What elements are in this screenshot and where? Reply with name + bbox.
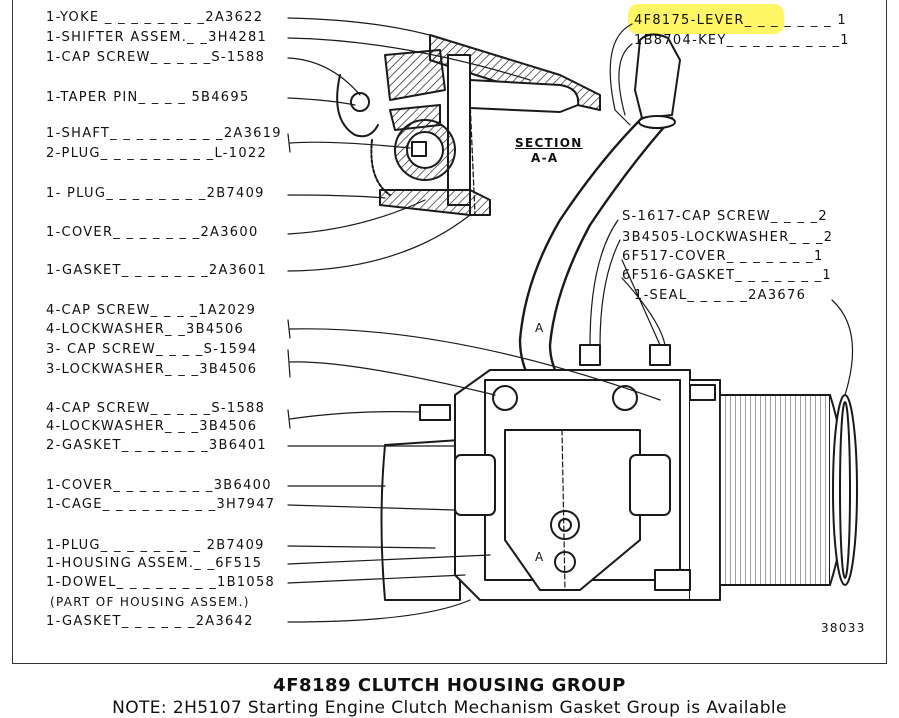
part-label-seal: 1-SEAL_ _ _ _ _2A3676 xyxy=(634,288,807,303)
part-label-plug-2b7409-top: 1- PLUG_ _ _ _ _ _ _ _2B7409 xyxy=(46,186,265,201)
section-label: SECTION xyxy=(515,136,583,150)
part-label-cap-screw-s1594: 3- CAP SCREW_ _ _ _S-1594 xyxy=(46,342,258,357)
part-label-plug-2b7409-bottom: 1-PLUG_ _ _ _ _ _ _ _ 2B7409 xyxy=(46,538,265,553)
part-label-cap-screw-s1588-mid: 4-CAP SCREW_ _ _ _ _S-1588 xyxy=(46,401,266,416)
housing-drawing xyxy=(380,344,858,601)
part-label-gasket-6f516: 6F516-GASKET_ _ _ _ _ _ _1 xyxy=(622,268,832,283)
part-label-cage: 1-CAGE_ _ _ _ _ _ _ _ _3H7947 xyxy=(46,497,276,512)
part-label-lockwasher-1: 4-LOCKWASHER_ _3B4506 xyxy=(46,322,245,337)
part-label-key: 1B8704-KEY_ _ _ _ _ _ _ _ _1 xyxy=(634,33,850,48)
part-label-gasket-3b6401: 2-GASKET_ _ _ _ _ _ _3B6401 xyxy=(46,438,268,453)
part-label-lever: 4F8175-LEVER_ _ _ _ _ _ _ 1 xyxy=(634,13,847,28)
part-label-housing-assem: 1-HOUSING ASSEM._ _6F515 xyxy=(46,556,263,571)
section-sub-label: A-A xyxy=(531,151,559,165)
part-label-gasket-2a3601: 1-GASKET_ _ _ _ _ _ _2A3601 xyxy=(46,263,267,278)
part-label-cap-screw-1a2029: 4-CAP SCREW_ _ _ _1A2029 xyxy=(46,303,257,318)
section-marker-a-bottom: A xyxy=(535,550,545,564)
diagram-note: NOTE: 2H5107 Starting Engine Clutch Mech… xyxy=(112,698,787,718)
part-label-shaft: 1-SHAFT_ _ _ _ _ _ _ _ _2A3619 xyxy=(46,126,282,141)
part-label-yoke: 1-YOKE _ _ _ _ _ _ _ _2A3622 xyxy=(46,10,264,25)
part-label-shifter-assem: 1-SHIFTER ASSEM._ _3H4281 xyxy=(46,30,268,45)
part-label-gasket-2a3642: 1-GASKET_ _ _ _ _ _2A3642 xyxy=(46,614,254,629)
part-label-taper-pin: 1-TAPER PIN_ _ _ _ 5B4695 xyxy=(46,90,250,105)
right-leader-lines xyxy=(589,23,854,396)
section-view xyxy=(336,34,601,216)
lever-highlight xyxy=(628,4,784,34)
part-label-lockwasher-2: 3-LOCKWASHER_ _ _3B4506 xyxy=(46,362,258,377)
diagram-frame xyxy=(12,0,887,664)
part-label-cover-3b6400: 1-COVER_ _ _ _ _ _ _ _3B6400 xyxy=(46,478,272,493)
part-label-lockwasher-3b4505: 3B4505-LOCKWASHER_ _ _2 xyxy=(622,230,834,245)
part-label-lockwasher-3: 4-LOCKWASHER_ _ _3B4506 xyxy=(46,419,258,434)
part-label-dowel-note: (PART OF HOUSING ASSEM.) xyxy=(50,595,250,609)
part-label-cover-2a3600: 1-COVER_ _ _ _ _ _ _2A3600 xyxy=(46,225,259,240)
part-label-dowel: 1-DOWEL_ _ _ _ _ _ _ _1B1058 xyxy=(46,575,276,590)
section-marker-a-top: A xyxy=(535,321,545,335)
part-label-cap-screw-s1617: S-1617-CAP SCREW_ _ _ _2 xyxy=(622,209,828,224)
part-label-cover-6f517: 6F517-COVER_ _ _ _ _ _ _1 xyxy=(622,249,824,264)
diagram-title: 4F8189 CLUTCH HOUSING GROUP xyxy=(273,675,626,696)
part-label-plug-l1022: 2-PLUG_ _ _ _ _ _ _ _ _L-1022 xyxy=(46,146,268,161)
part-label-cap-screw-s1588-top: 1-CAP SCREW_ _ _ _ _S-1588 xyxy=(46,50,266,65)
figure-number: 38033 xyxy=(821,621,866,635)
left-leader-lines xyxy=(287,17,661,623)
